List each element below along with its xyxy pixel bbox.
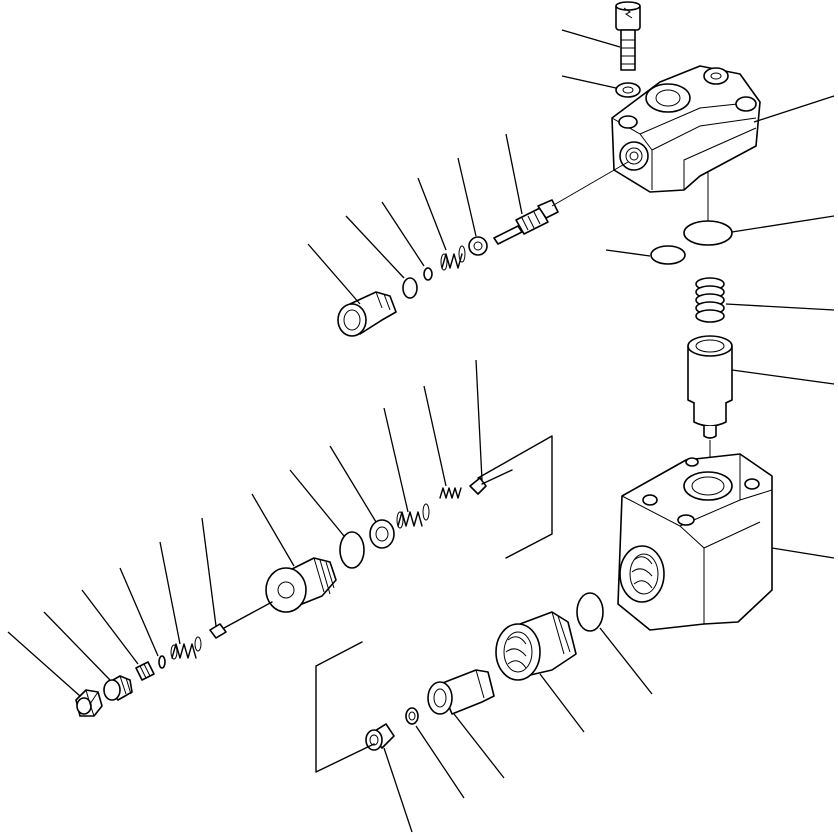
o-ring-large — [683, 220, 733, 246]
leader-spring-stack — [725, 303, 835, 311]
spring-washer — [369, 519, 395, 549]
small-nut — [405, 707, 419, 725]
o-ring-adjuster — [158, 655, 166, 669]
o-ring-upper-plug — [402, 277, 418, 299]
leader-o-ring-adjuster — [119, 567, 159, 657]
adjuster-needle — [209, 601, 273, 639]
spring-upper — [440, 245, 466, 271]
leader-spring-upper — [417, 177, 447, 251]
spring-stack — [695, 277, 725, 323]
group-bracket-upper — [477, 435, 553, 559]
lock-nut-inner — [103, 675, 133, 701]
relief-poppet — [469, 469, 513, 495]
pilot-poppet — [493, 199, 559, 245]
cap-screw — [615, 1, 641, 71]
leader-o-ring-upper-plug — [345, 215, 405, 279]
plug-upper — [337, 291, 397, 337]
adjust-screw — [135, 661, 155, 681]
leader-o-ring-large — [731, 215, 835, 233]
leader-spring-adjuster — [159, 541, 181, 645]
spring-pilot — [439, 487, 462, 499]
leader-spring-washer — [329, 445, 377, 523]
spring-main — [396, 503, 430, 529]
leader-lock-nut-inner — [43, 611, 111, 681]
adjuster-housing — [265, 557, 337, 613]
leader-adjuster-needle — [201, 517, 217, 627]
leader-adjuster-housing — [251, 493, 295, 567]
valve-seat — [365, 723, 395, 751]
leader-cap-nut — [7, 631, 81, 697]
leader-relief-sleeve — [539, 673, 585, 733]
leader-main-piston — [453, 713, 505, 779]
leader-valve-seat — [383, 747, 413, 833]
o-ring-small — [650, 245, 686, 265]
spring-seat — [468, 236, 488, 256]
leader-o-ring-small — [605, 249, 651, 257]
o-ring-relief — [339, 531, 365, 569]
leader-spring-seat — [457, 157, 477, 237]
leader-adjust-screw — [81, 589, 139, 665]
group-bracket-lower — [315, 641, 375, 773]
leader-valve-cover — [753, 95, 835, 123]
leader-small-nut — [415, 725, 465, 799]
leader-relief-poppet — [475, 359, 483, 481]
leader-cap-screw — [561, 29, 621, 48]
retaining-ring — [423, 267, 433, 281]
spring-adjuster — [170, 636, 202, 660]
leader-piston-sleeve — [731, 369, 835, 385]
o-ring-body-port — [576, 592, 604, 632]
leader-pilot-poppet — [505, 133, 523, 215]
cap-nut — [75, 689, 103, 717]
valve-body — [617, 453, 773, 631]
leader-o-ring-relief — [289, 469, 345, 537]
leader-plug-upper — [307, 243, 361, 305]
washer — [615, 82, 641, 98]
main-piston — [427, 669, 495, 715]
leader-spring-pilot — [423, 385, 447, 487]
piston-sleeve — [687, 335, 733, 439]
leader-o-ring-body-port — [599, 627, 653, 695]
valve-cover — [611, 65, 761, 193]
relief-sleeve — [495, 611, 577, 681]
leader-spring-main — [383, 407, 409, 513]
leader-valve-body — [771, 547, 835, 559]
leader-retaining-ring — [381, 201, 425, 267]
leader-washer — [561, 75, 617, 89]
axis-poppet-to-cover — [551, 161, 629, 207]
